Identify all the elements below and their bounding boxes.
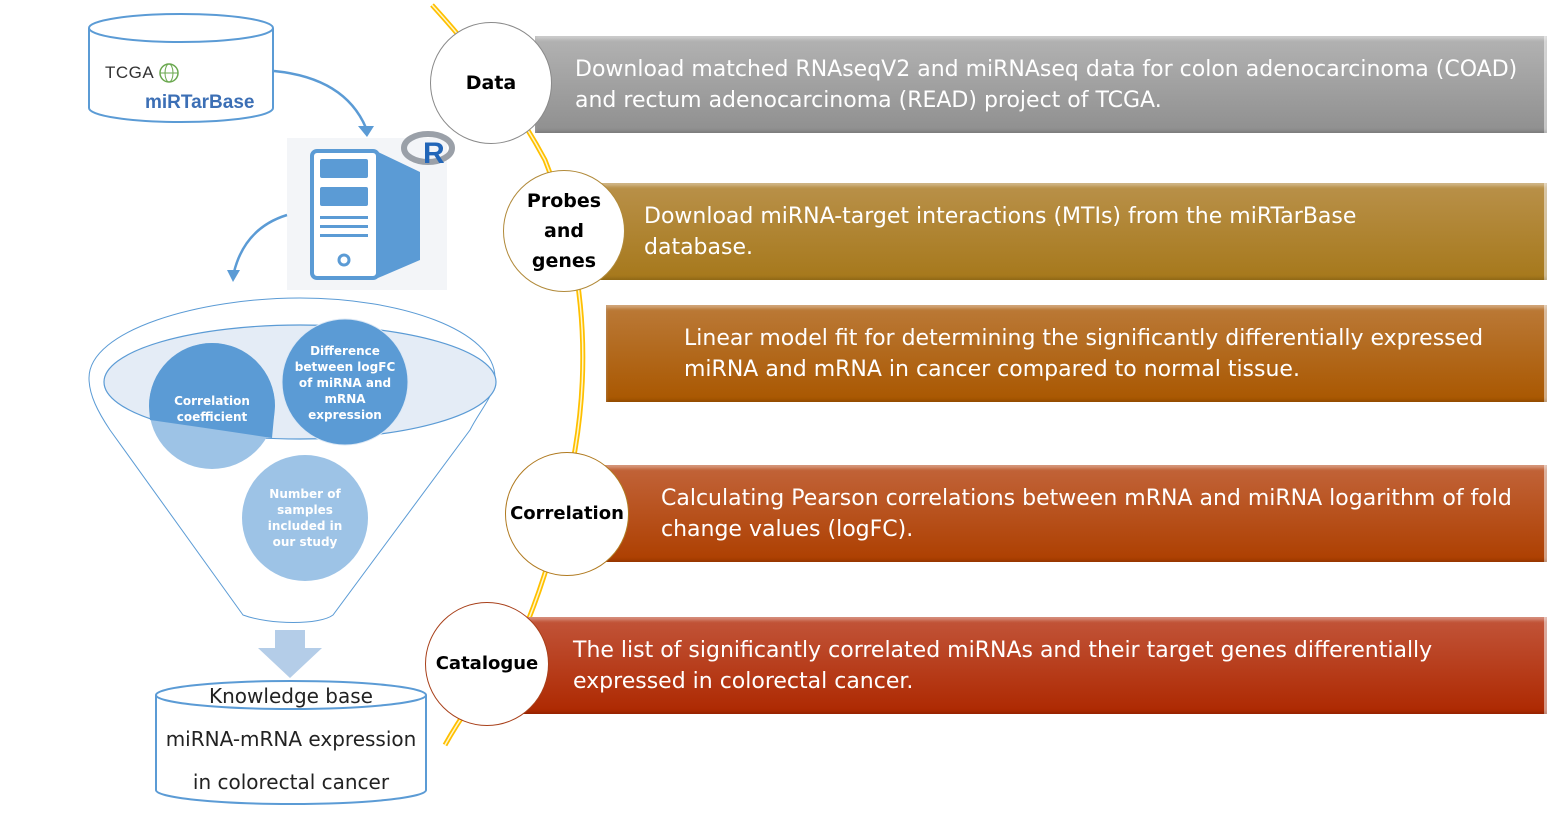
arrow-server-to-funnel <box>227 213 288 282</box>
step-probes-circle: Probes and genes <box>503 170 625 292</box>
source-database-cylinder <box>88 13 274 123</box>
step-probes-bar: Download miRNA-target interactions (MTIs… <box>597 183 1547 280</box>
step-correlation-bar: Calculating Pearson correlations between… <box>598 465 1547 562</box>
step-data-text: Download matched RNAseqV2 and miRNAseq d… <box>575 56 1518 113</box>
r-logo-icon <box>401 131 455 165</box>
step-linear-model-text: Linear model fit for determining the sig… <box>684 325 1484 382</box>
step-data-bar: Download matched RNAseqV2 and miRNAseq d… <box>535 36 1547 133</box>
knowledge-base-line-3: in colorectal cancer <box>192 770 390 794</box>
tcga-logo: TCGA <box>105 63 155 82</box>
step-catalogue-label: Catalogue <box>435 653 539 674</box>
step-catalogue-circle: Catalogue <box>425 602 549 726</box>
step-correlation-label: Correlation <box>510 503 624 524</box>
arrow-funnel-to-kb <box>258 630 322 678</box>
step-data-circle: Data <box>430 22 552 144</box>
r-logo-letter: R <box>423 137 445 170</box>
step-catalogue-bar: The list of significantly correlated miR… <box>513 617 1547 714</box>
arrow-db-to-server <box>273 69 374 137</box>
step-linear-model-bar: Linear model fit for determining the sig… <box>606 305 1547 402</box>
step-correlation-text: Calculating Pearson correlations between… <box>661 485 1512 542</box>
step-data-label: Data <box>465 72 517 94</box>
knowledge-base-line-2: miRNA-mRNA expression <box>165 727 417 751</box>
criterion-sample-count: Number of samples included in our study <box>267 487 343 549</box>
globe-icon <box>159 63 179 83</box>
criterion-correlation-coefficient: Correlation coefficient <box>174 394 250 424</box>
step-catalogue-text: The list of significantly correlated miR… <box>573 637 1433 694</box>
criterion-circles <box>149 318 409 581</box>
server-icon <box>287 138 447 290</box>
step-correlation-circle: Correlation <box>505 452 629 576</box>
knowledge-base-cylinder <box>155 680 427 805</box>
step-probes-text: Download miRNA-target interactions (MTIs… <box>644 203 1357 260</box>
criterion-logfc-difference: Difference between logFC of miRNA and mR… <box>294 344 396 422</box>
mirtarbase-logo: miRTarBase <box>145 92 255 113</box>
knowledge-base-title: Knowledge base <box>209 684 373 708</box>
step-probes-label: Probes and genes <box>526 190 602 272</box>
